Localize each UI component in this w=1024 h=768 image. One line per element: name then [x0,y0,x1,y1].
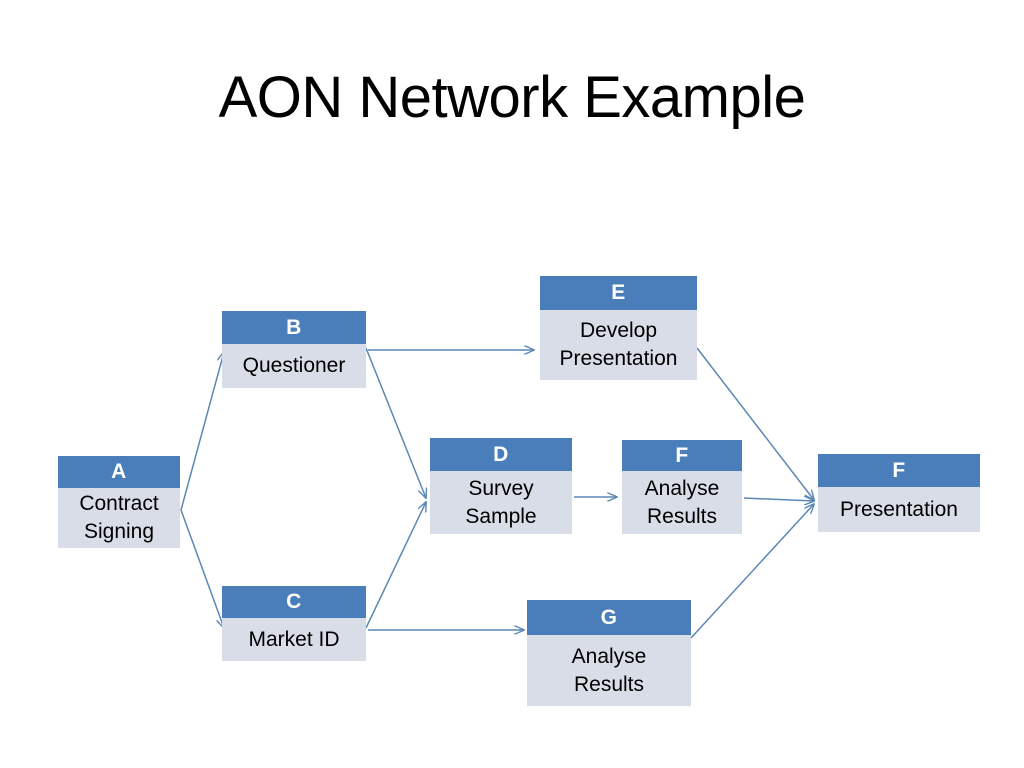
node-b[interactable]: B Questioner [222,311,366,388]
node-g-letter: G [527,600,691,635]
node-f2-line: Presentation [840,497,958,521]
node-b-label: Questioner [222,344,366,388]
node-b-letter: B [222,311,366,344]
edge-c-to-d [365,502,426,629]
node-c[interactable]: C Market ID [222,586,366,661]
node-f2[interactable]: F Presentation [818,454,980,532]
node-f1-letter: F [622,440,742,471]
node-a-line: Contract [79,492,159,516]
page-title: AON Network Example [218,65,806,130]
edge-f1-to-f2 [743,498,814,501]
node-e-letter: E [540,276,697,310]
node-d-line: Sample [465,504,537,528]
node-b-line: Questioner [242,354,346,378]
node-g-line: Analyse [571,644,647,668]
node-f2-letter: F [818,454,980,487]
node-c-label: Market ID [222,618,366,661]
node-g-line: Results [573,672,645,696]
node-e-line: Develop [579,319,658,343]
node-e-line: Presentation [559,347,678,370]
node-c-line: Market ID [248,627,340,651]
node-f2-label: Presentation [818,487,980,532]
node-d-line: Survey [468,476,534,500]
edge-b-to-d [365,347,426,498]
edge-a-to-c [180,509,224,628]
node-c-letter: C [222,586,366,618]
node-a-line: Signing [83,520,155,543]
node-a-letter: A [58,456,180,488]
node-f1-line: Results [646,504,718,528]
edge-a-to-b [180,352,224,511]
node-d-letter: D [430,438,572,471]
node-f1-line: Analyse [644,476,720,500]
